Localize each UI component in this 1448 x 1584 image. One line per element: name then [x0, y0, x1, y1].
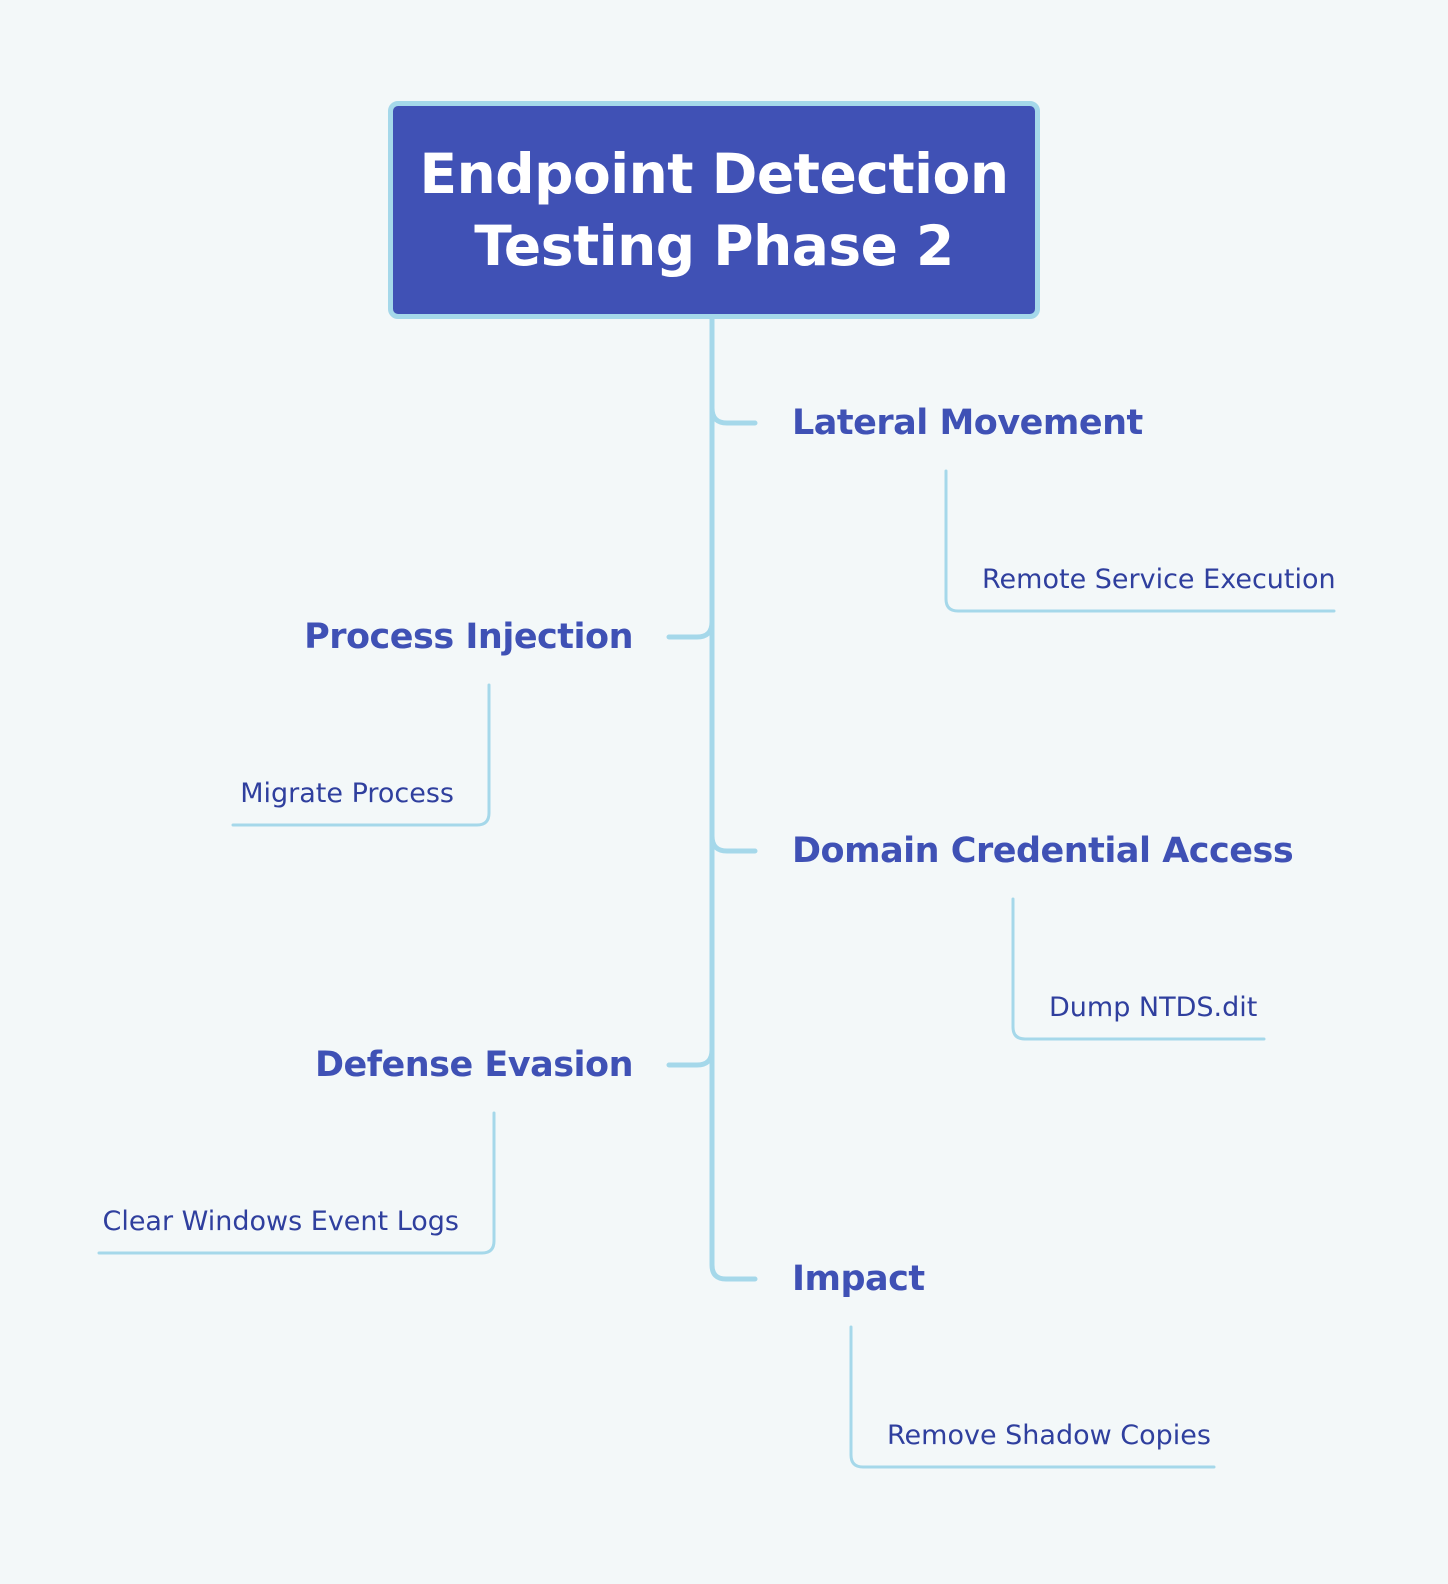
trunk-connector — [709, 316, 758, 1282]
connector-remove-shadow-copies — [849, 1325, 1216, 1469]
branch-process-injection[interactable]: Process Injection — [304, 617, 633, 657]
leaf-clear-windows-event-logs[interactable]: Clear Windows Event Logs — [102, 1206, 459, 1237]
connector-process-injection — [666, 619, 715, 640]
connector-migrate-process — [231, 683, 491, 827]
leaf-migrate-process[interactable]: Migrate Process — [240, 778, 454, 809]
root-title-line-2: Testing Phase 2 — [474, 214, 954, 278]
branch-defense-evasion[interactable]: Defense Evasion — [314, 1045, 634, 1085]
leaf-remote-service-execution[interactable]: Remote Service Execution — [982, 564, 1336, 595]
connector-lateral-movement — [709, 405, 758, 426]
branch-impact[interactable]: Impact — [792, 1259, 925, 1299]
root-node[interactable]: Endpoint Detection Testing Phase 2 — [388, 101, 1040, 319]
connector-clear-event-logs — [97, 1111, 496, 1255]
connector-remote-service-execution — [944, 469, 1336, 613]
branch-lateral-movement[interactable]: Lateral Movement — [792, 403, 1143, 443]
leaf-dump-ntds[interactable]: Dump NTDS.dit — [1049, 992, 1258, 1023]
connector-dump-ntds — [1011, 897, 1266, 1041]
branch-domain-credential-access[interactable]: Domain Credential Access — [792, 831, 1294, 871]
root-title-line-1: Endpoint Detection — [419, 142, 1009, 206]
connector-defense-evasion — [666, 1047, 715, 1068]
leaf-remove-shadow-copies[interactable]: Remove Shadow Copies — [887, 1420, 1211, 1451]
connector-domain-credential-access — [709, 833, 758, 854]
